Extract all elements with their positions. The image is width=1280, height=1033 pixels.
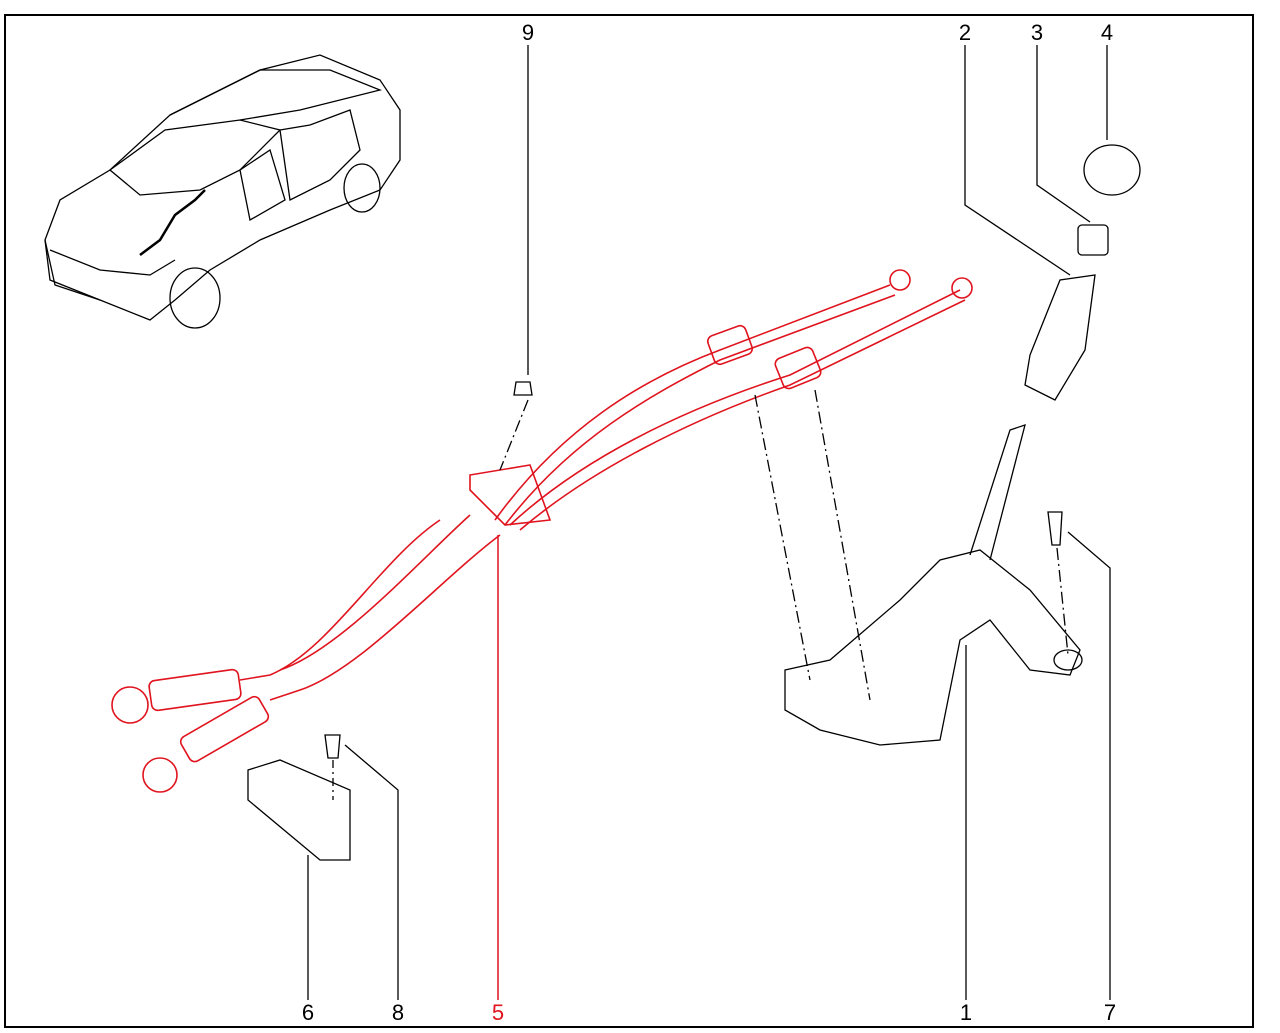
- callout-9: 9: [521, 20, 535, 45]
- callout-5: 5: [491, 1000, 505, 1025]
- leader-lines: [307, 45, 1111, 1000]
- callout-2: 2: [958, 20, 972, 45]
- callout-3: 3: [1030, 20, 1044, 45]
- gearshift-cables: [111, 269, 973, 793]
- shifter-assembly: [247, 144, 1141, 861]
- car-overview-illustration: [44, 54, 401, 329]
- callout-4: 4: [1100, 20, 1114, 45]
- callout-8: 8: [391, 1000, 405, 1025]
- callout-7: 7: [1103, 1000, 1117, 1025]
- callout-1: 1: [959, 1000, 973, 1025]
- diagram-frame: [4, 14, 1254, 1028]
- callout-6: 6: [301, 1000, 315, 1025]
